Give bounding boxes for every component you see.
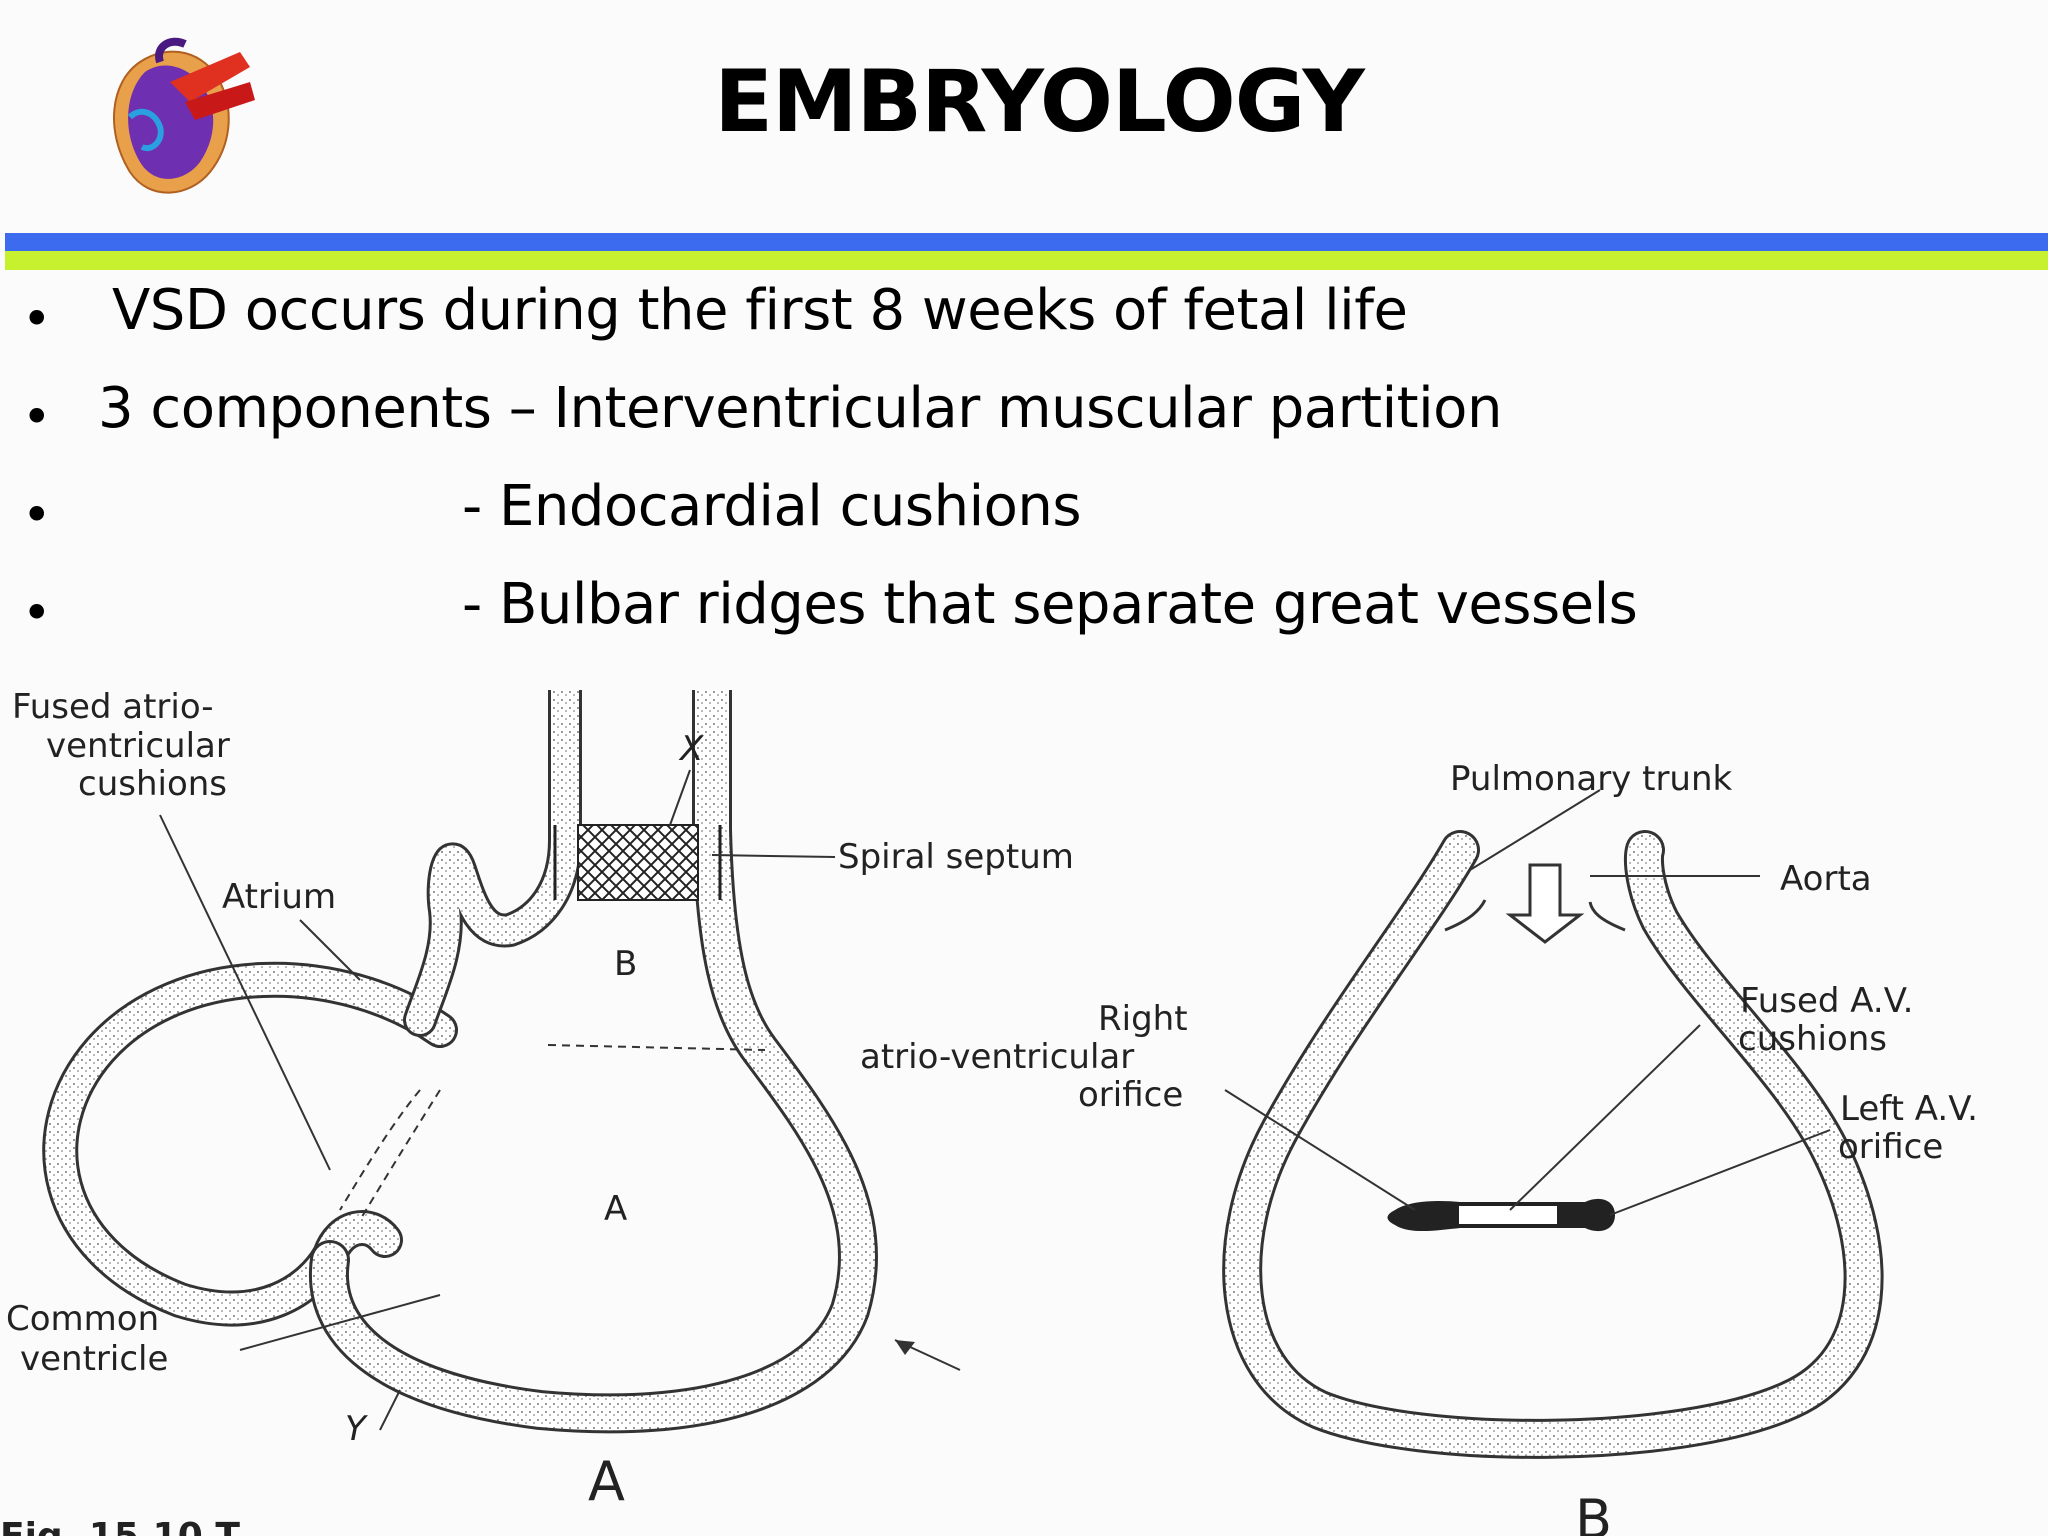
bullet-item: • - Bulbar ridges that separate great ve…	[0, 564, 2048, 654]
bullet-dot: •	[22, 290, 52, 348]
x-label: X	[678, 729, 704, 769]
panel-b-diagram: Pulmonary trunk Aorta Right atrio-ventri…	[860, 759, 1978, 1536]
bullet-text: VSD occurs during the first 8 weeks of f…	[112, 278, 1408, 343]
atrium-label: Atrium	[222, 877, 336, 917]
right-av-orifice-label-line3: orifice	[1078, 1075, 1183, 1115]
fused-av-cushions-label-line1: Fused A.V.	[1740, 981, 1913, 1021]
bullet-dot: •	[22, 486, 52, 544]
figure-caption-fragment: Fig. 15.10 T	[0, 1516, 240, 1536]
panel-a-diagram: Fused atrio- ventricular cushions X Spir…	[6, 690, 1074, 1513]
bullet-item: • VSD occurs during the first 8 weeks of…	[0, 270, 2048, 360]
region-b-label: B	[614, 944, 637, 984]
bullet-text: 3 components – Interventricular muscular…	[98, 376, 1502, 441]
bullet-dot: •	[22, 584, 52, 642]
title-divider-blue	[5, 233, 2048, 251]
common-ventricle-label-line2: ventricle	[20, 1339, 168, 1379]
heart-embryology-figure: Fused atrio- ventricular cushions X Spir…	[0, 690, 1978, 1536]
bullet-item: • 3 components – Interventricular muscul…	[0, 368, 2048, 458]
region-a-label: A	[604, 1189, 627, 1229]
title-divider-green	[5, 251, 2048, 270]
right-av-orifice-label-line1: Right	[1098, 999, 1188, 1039]
panel-b-label: B	[1575, 1488, 1612, 1536]
fused-cushions-label-line3: cushions	[78, 764, 227, 804]
pulmonary-trunk-label: Pulmonary trunk	[1450, 759, 1733, 799]
common-ventricle-label-line1: Common	[6, 1299, 159, 1339]
slide-title: EMBRYOLOGY	[714, 52, 1365, 152]
bullet-text: - Bulbar ridges that separate great vess…	[462, 572, 1638, 637]
fused-av-cushions-label-line2: cushions	[1738, 1019, 1887, 1059]
spiral-septum-label: Spiral septum	[838, 837, 1074, 877]
left-av-orifice-label-line1: Left A.V.	[1840, 1089, 1978, 1129]
left-av-orifice-label-line2: orifice	[1838, 1127, 1943, 1167]
right-av-orifice-label-line2: atrio-ventricular	[860, 1037, 1134, 1077]
aorta-label: Aorta	[1780, 859, 1872, 899]
bullet-dot: •	[22, 388, 52, 446]
heart-logo-icon	[113, 37, 255, 194]
fused-cushions-label-line1: Fused atrio-	[12, 690, 214, 727]
panel-a-label: A	[588, 1450, 625, 1513]
bullet-text: - Endocardial cushions	[462, 474, 1082, 539]
fused-cushions-label-line2: ventricular	[46, 726, 230, 766]
y-label: Y	[345, 1409, 368, 1449]
bullet-item: • - Endocardial cushions	[0, 466, 2048, 556]
